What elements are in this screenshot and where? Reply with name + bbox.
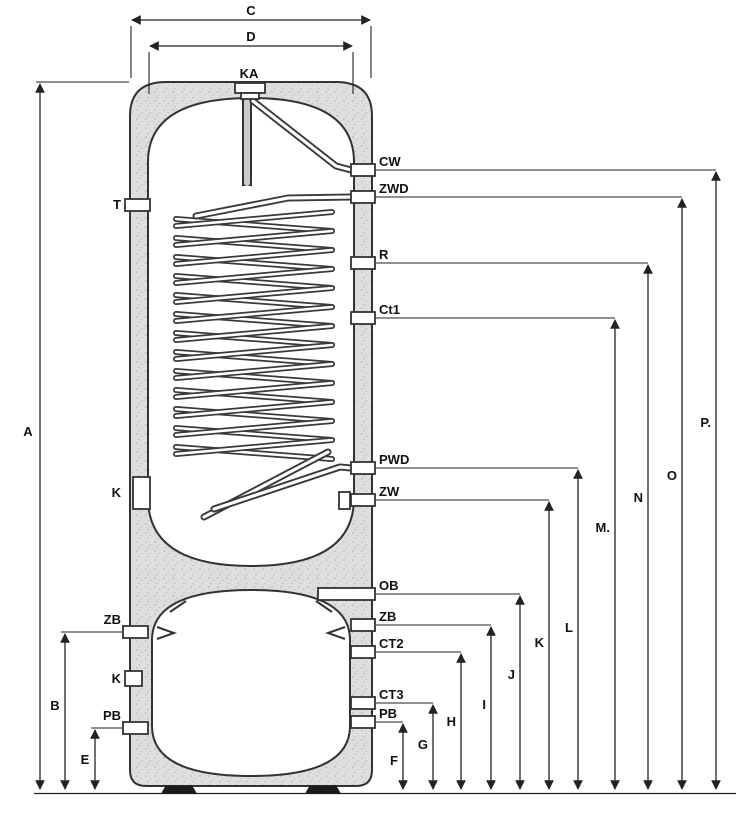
label-zb-right: ZB [379, 609, 396, 624]
right-foot [305, 785, 341, 794]
dim-label-f: F [390, 753, 398, 768]
dim-label-h: H [447, 714, 456, 729]
tank-body [129, 81, 373, 794]
dim-label-g: G [418, 737, 428, 752]
dim-label-k: K [535, 635, 545, 650]
label-ka: KA [240, 66, 259, 81]
label-cw: CW [379, 154, 401, 169]
weld-mark-left [169, 600, 187, 613]
lower-vessel-marks [156, 600, 346, 640]
baffle-mark-left [156, 626, 178, 640]
nozzle-ct3 [350, 696, 376, 710]
nozzles [122, 82, 376, 735]
leader-lines [376, 169, 716, 723]
flange-k-upper [132, 476, 151, 510]
dimension-lines [35, 15, 721, 790]
dim-label-l: L [565, 620, 573, 635]
label-zw: ZW [379, 484, 400, 499]
dim-label-c: C [246, 3, 256, 18]
dimension-labels: C D A B E F G H I J K L M. N O P. [23, 3, 711, 768]
label-zwd: ZWD [379, 181, 409, 196]
cw-pipe [251, 99, 353, 172]
dim-label-a: A [23, 424, 33, 439]
label-t: T [113, 197, 121, 212]
nozzle-t [124, 198, 151, 212]
zwd-coil-inlet [194, 195, 353, 218]
extension-lines [36, 26, 372, 729]
nozzle-pb-right [350, 715, 376, 729]
nozzle-ob-pipe [317, 587, 376, 601]
ka-flange-stub [240, 92, 260, 100]
baffle-mark-right [324, 626, 346, 640]
left-foot [161, 785, 197, 794]
dim-label-b: B [50, 698, 59, 713]
dim-label-m: M. [596, 520, 610, 535]
nozzle-zw-block [338, 491, 351, 510]
dim-label-d: D [246, 29, 255, 44]
nozzle-zw [350, 493, 376, 507]
nozzle-zb-right [350, 618, 376, 632]
nozzle-pb-left [122, 721, 149, 735]
dim-label-i: I [482, 697, 486, 712]
label-pwd: PWD [379, 452, 409, 467]
dim-label-j: J [508, 667, 515, 682]
label-pb-left: PB [103, 708, 121, 723]
dim-label-o: O [667, 468, 677, 483]
lower-vessel [151, 588, 351, 778]
weld-mark-right [315, 600, 333, 613]
label-r: R [379, 247, 389, 262]
nozzle-ct1 [350, 311, 376, 325]
ka-flange [234, 82, 266, 94]
internal-pipes [192, 97, 355, 521]
label-ct3: CT3 [379, 687, 404, 702]
label-ct1: Ct1 [379, 302, 400, 317]
label-ct2: CT2 [379, 636, 404, 651]
dim-label-p: P. [700, 415, 711, 430]
label-zb-left: ZB [104, 612, 121, 627]
dim-label-e: E [81, 752, 90, 767]
label-pb-right: PB [379, 706, 397, 721]
flange-k-lower [124, 670, 143, 687]
nozzle-r [350, 256, 376, 270]
connection-labels: KA T K ZB K PB CW ZWD R Ct1 PWD ZW OB ZB… [103, 66, 409, 723]
nozzle-zwd [350, 190, 376, 204]
nozzle-cw [350, 163, 376, 177]
coil-back-fill [174, 217, 334, 461]
coil-front-fill [174, 210, 334, 456]
heating-coil [173, 209, 335, 462]
nozzle-ct2 [350, 645, 376, 659]
label-k-upper: K [112, 485, 122, 500]
dim-label-n: N [634, 490, 643, 505]
label-ob: OB [379, 578, 399, 593]
pwd-coil-outlet [212, 465, 353, 511]
nozzle-zb-left [122, 625, 149, 639]
nozzle-pwd [350, 461, 376, 475]
label-k-lower: K [112, 671, 122, 686]
